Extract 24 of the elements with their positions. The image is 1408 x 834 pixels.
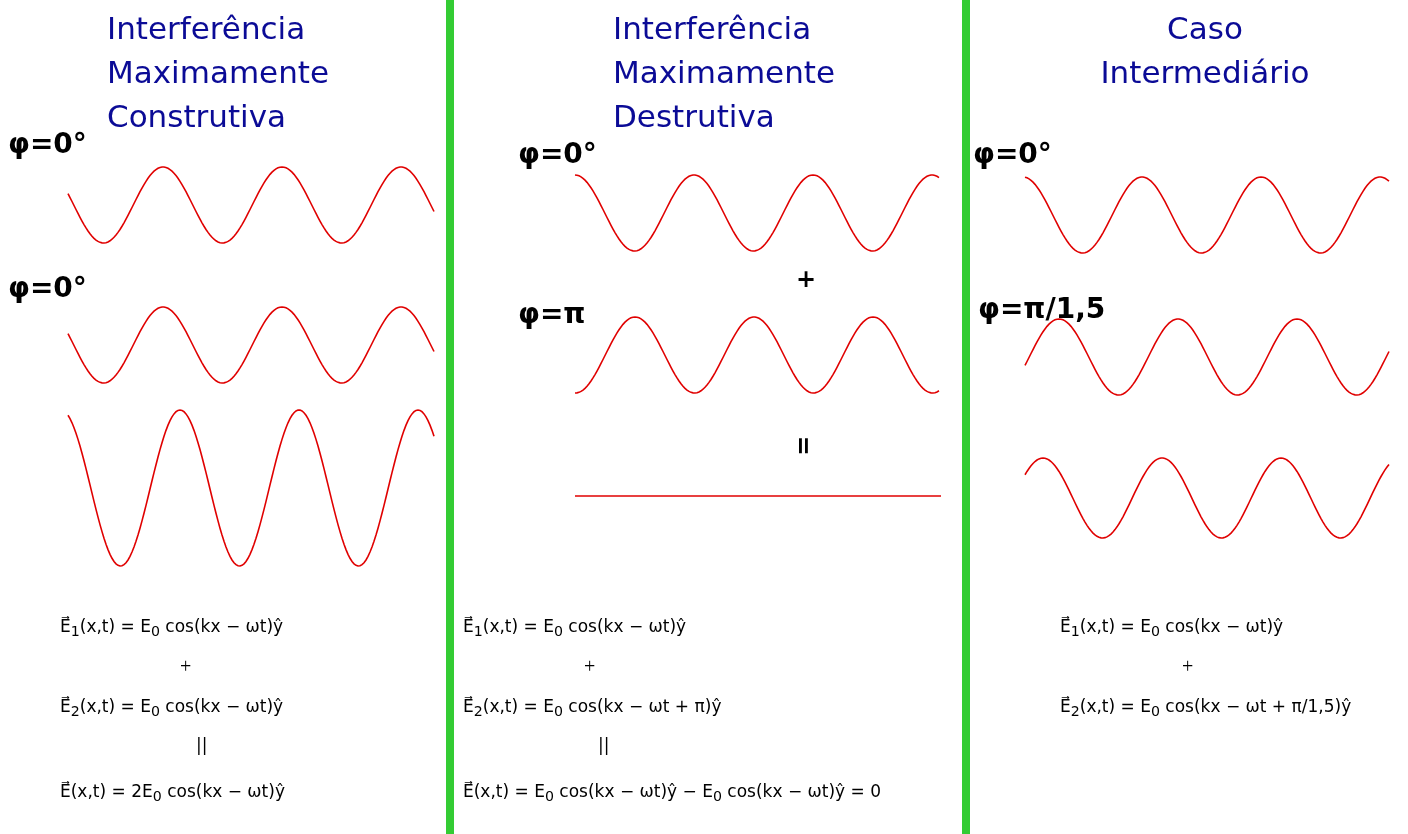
phase-label: φ=0° — [518, 138, 597, 171]
equation: E⃗$_{1}$(x,t) = E$_{0}$ cos(kx − ωt)ŷ — [60, 617, 284, 640]
phase-label: φ=π — [518, 298, 586, 331]
equation: E⃗$_{2}$(x,t) = E$_{0}$ cos(kx − ωt)ŷ — [60, 697, 284, 720]
equation: E⃗(x,t) = 2E$_{0}$ cos(kx − ωt)ŷ — [60, 782, 285, 805]
equals-bars: || — [196, 736, 208, 756]
panel-title: Caso Intermediário — [1099, 9, 1311, 92]
equation: E⃗$_{1}$(x,t) = E$_{0}$ cos(kx − ωt)ŷ — [463, 617, 687, 640]
panel-title: Interferência Maximamente Construtiva — [107, 9, 331, 136]
equation: E⃗(x,t) = E$_{0}$ cos(kx − ωt)ŷ − E$_{0}$ cos(kx − ωt)ŷ = 0 — [463, 782, 882, 805]
equation: E⃗$_{1}$(x,t) = E$_{0}$ cos(kx − ωt)ŷ — [1060, 617, 1284, 640]
phase-label: φ=0° — [8, 272, 87, 305]
equals-bars: || — [598, 736, 610, 756]
panel-title: Interferência Maximamente Destrutiva — [613, 9, 837, 136]
equation: E⃗$_{2}$(x,t) = E$_{0}$ cos(kx − ωt + π/1,5)ŷ — [1060, 697, 1352, 720]
equation: E⃗$_{2}$(x,t) = E$_{0}$ cos(kx − ωt + π)ŷ — [463, 697, 722, 720]
phase-label: φ=π/1,5 — [978, 293, 1106, 326]
operator-sign: + — [1182, 655, 1194, 678]
phase-label: φ=0° — [8, 128, 87, 161]
operator-sign: = — [788, 435, 816, 456]
phase-label: φ=0° — [973, 138, 1052, 171]
operator-sign: + — [584, 655, 596, 678]
operator-sign: + — [796, 266, 817, 294]
operator-sign: + — [180, 655, 192, 678]
